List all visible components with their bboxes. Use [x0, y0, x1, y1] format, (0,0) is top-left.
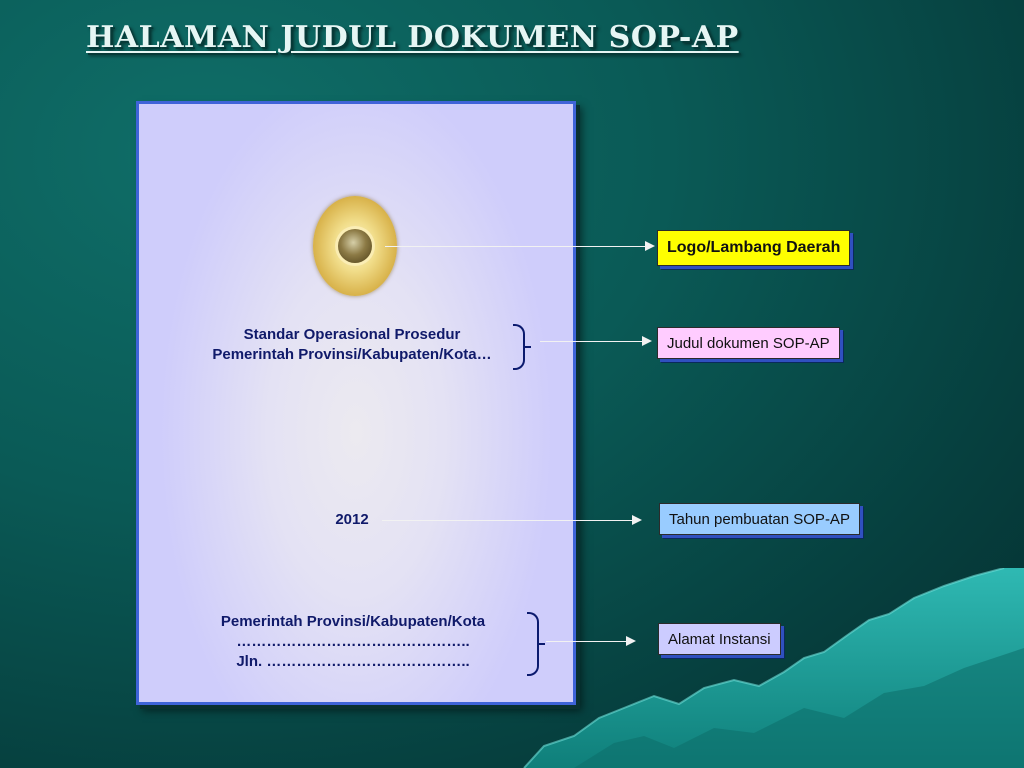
logo-arrow — [385, 241, 655, 251]
document-year: 2012 — [335, 511, 369, 528]
slide-title: HALAMAN JUDUL DOKUMEN SOP-AP — [86, 20, 739, 55]
logo-label: Logo/Lambang Daerah — [657, 230, 851, 266]
emblem-center — [338, 229, 372, 263]
document-title-line-2: Pemerintah Provinsi/Kabupaten/Kota… — [212, 346, 492, 363]
document-address-block: Pemerintah Provinsi/Kabupaten/Kota ……………… — [198, 612, 508, 672]
address-line-2: ……………………………………….. — [236, 633, 470, 650]
tahun-arrow — [382, 515, 642, 525]
address-brace — [527, 612, 539, 676]
alamat-label: Alamat Instansi — [658, 623, 781, 655]
alamat-arrow — [546, 636, 636, 646]
address-line-1: Pemerintah Provinsi/Kabupaten/Kota — [220, 613, 486, 630]
regional-emblem-icon — [313, 196, 397, 296]
mountain-decoration — [523, 568, 1024, 768]
judul-arrow — [540, 336, 652, 346]
document-title-line-1: Standar Operasional Prosedur — [243, 326, 461, 343]
document-title-block: Standar Operasional Prosedur Pemerintah … — [190, 325, 514, 365]
judul-label: Judul dokumen SOP-AP — [657, 327, 840, 359]
tahun-label: Tahun pembuatan SOP-AP — [659, 503, 860, 535]
address-line-3: Jln. ………………………………….. — [236, 653, 470, 670]
title-brace — [513, 324, 525, 370]
